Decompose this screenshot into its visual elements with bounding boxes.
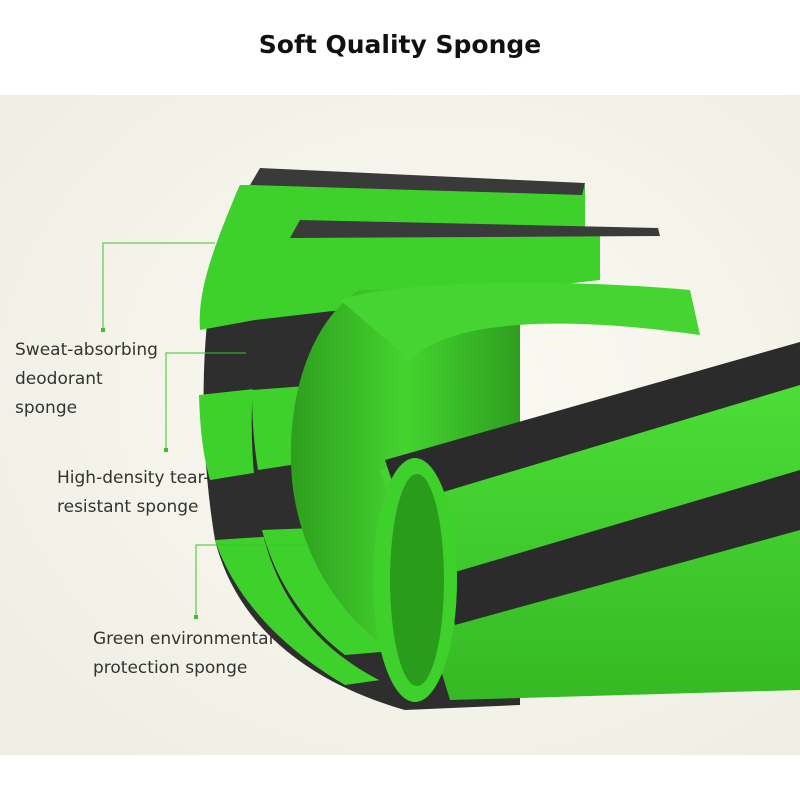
label-line: Green environmental: [93, 629, 274, 649]
label-line: Sweat-absorbing: [15, 340, 158, 360]
leader-dots: [101, 328, 198, 619]
leader-lines: [102, 242, 305, 617]
label-line: protection sponge: [93, 658, 248, 678]
label-green-environmental: Green environmental protection sponge: [93, 625, 273, 683]
label-line: sponge: [15, 398, 78, 418]
label-line: resistant sponge: [57, 497, 199, 517]
main-foam-tube: [373, 342, 800, 702]
label-high-density: High-density tear- resistant sponge: [57, 464, 210, 522]
label-line: High-density tear-: [57, 468, 210, 488]
label-sweat-absorbing: Sweat-absorbing deodorant sponge: [15, 336, 158, 423]
label-line: deodorant: [15, 369, 103, 389]
page-title: Soft Quality Sponge: [258, 30, 542, 59]
